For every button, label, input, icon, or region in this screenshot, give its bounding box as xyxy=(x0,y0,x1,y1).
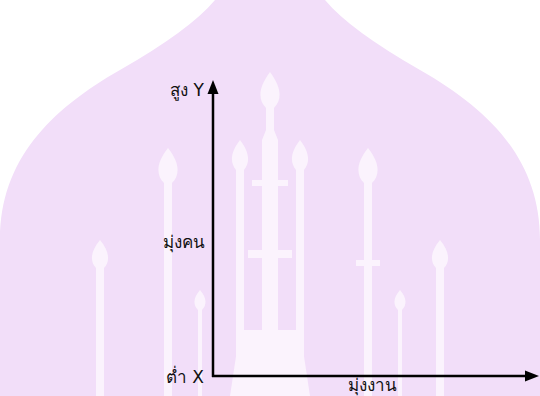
axis-label: สูง Y xyxy=(170,80,204,100)
y-arrowhead xyxy=(208,80,219,94)
axis-label: มุ่งงาน xyxy=(348,375,397,395)
x-arrowhead xyxy=(525,371,539,382)
y-axis xyxy=(212,92,215,377)
axis-label: มุ่งคน xyxy=(163,232,205,252)
axis-label: ต่ำ X xyxy=(166,367,204,387)
chedi-pattern xyxy=(92,72,448,396)
